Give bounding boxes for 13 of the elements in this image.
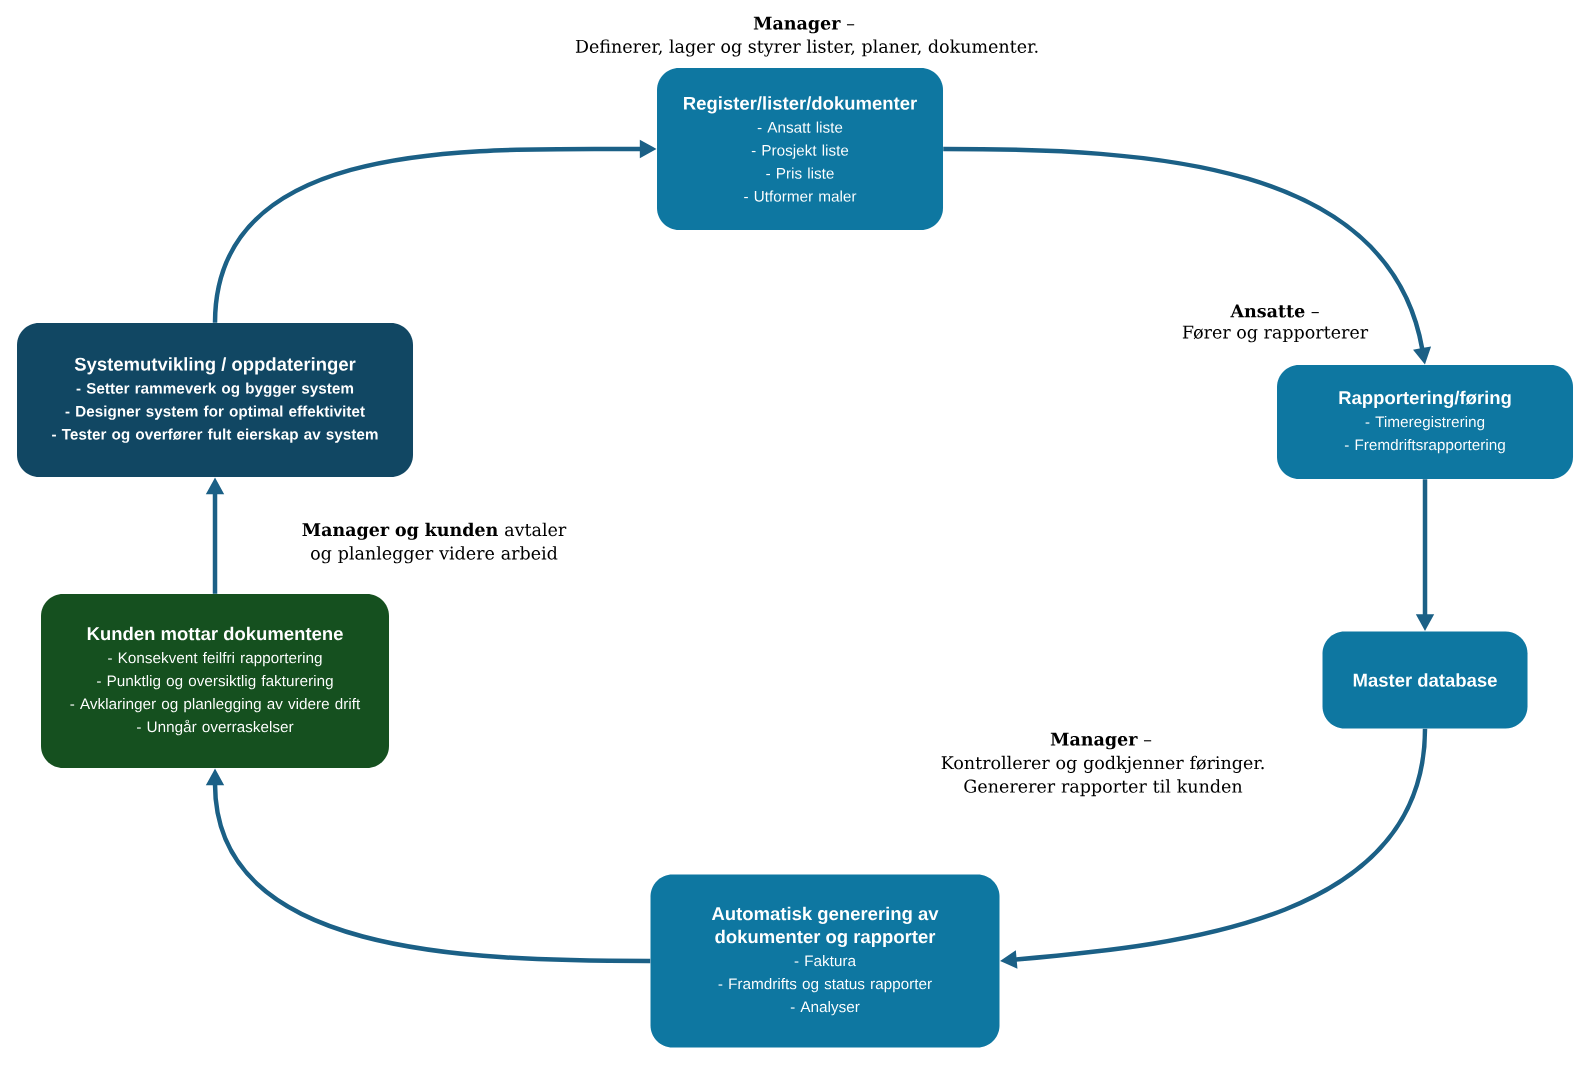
process-box: Automatisk generering av dokumenter og rapporter - Faktura - Framdrifts og status rapporter - Analyser	[650, 874, 1000, 1048]
annotation: Fører og rapporterer	[1182, 325, 1369, 343]
annotation: Ansatte –	[1230, 304, 1319, 318]
process-box: Kunden mottar dokumentene - Konsekvent feilfri rapportering - Punktlig og oversiktlig fakturering - Avklaringer og planlegging av videre drift - Unngår overraskelser	[41, 594, 389, 768]
process-box: Systemutvikling / oppdateringer - Setter rammeverk og bygger system - Designer system for optimal effektivitet - Tester og overfører fult eierskap av system	[17, 323, 413, 477]
process-box: Rapportering/føring - Timeregistrering - Fremdriftsrapportering	[1277, 365, 1573, 479]
annotation: Manager –	[753, 16, 855, 34]
process-box: Master database	[1322, 631, 1528, 729]
annotation: Definerer, lager og styrer lister, planer, dokumenter.	[575, 39, 1038, 57]
annotation: Manager –	[1050, 732, 1152, 750]
annotation: Kontrollerer og godkjenner føringer. Genererer rapporter til kunden	[941, 755, 1264, 797]
process-box: Register/lister/dokumenter - Ansatt liste - Prosjekt liste - Pris liste - Utformer maler	[657, 68, 943, 230]
annotation: Manager og kunden avtaler og planlegger videre arbeid	[302, 522, 567, 564]
